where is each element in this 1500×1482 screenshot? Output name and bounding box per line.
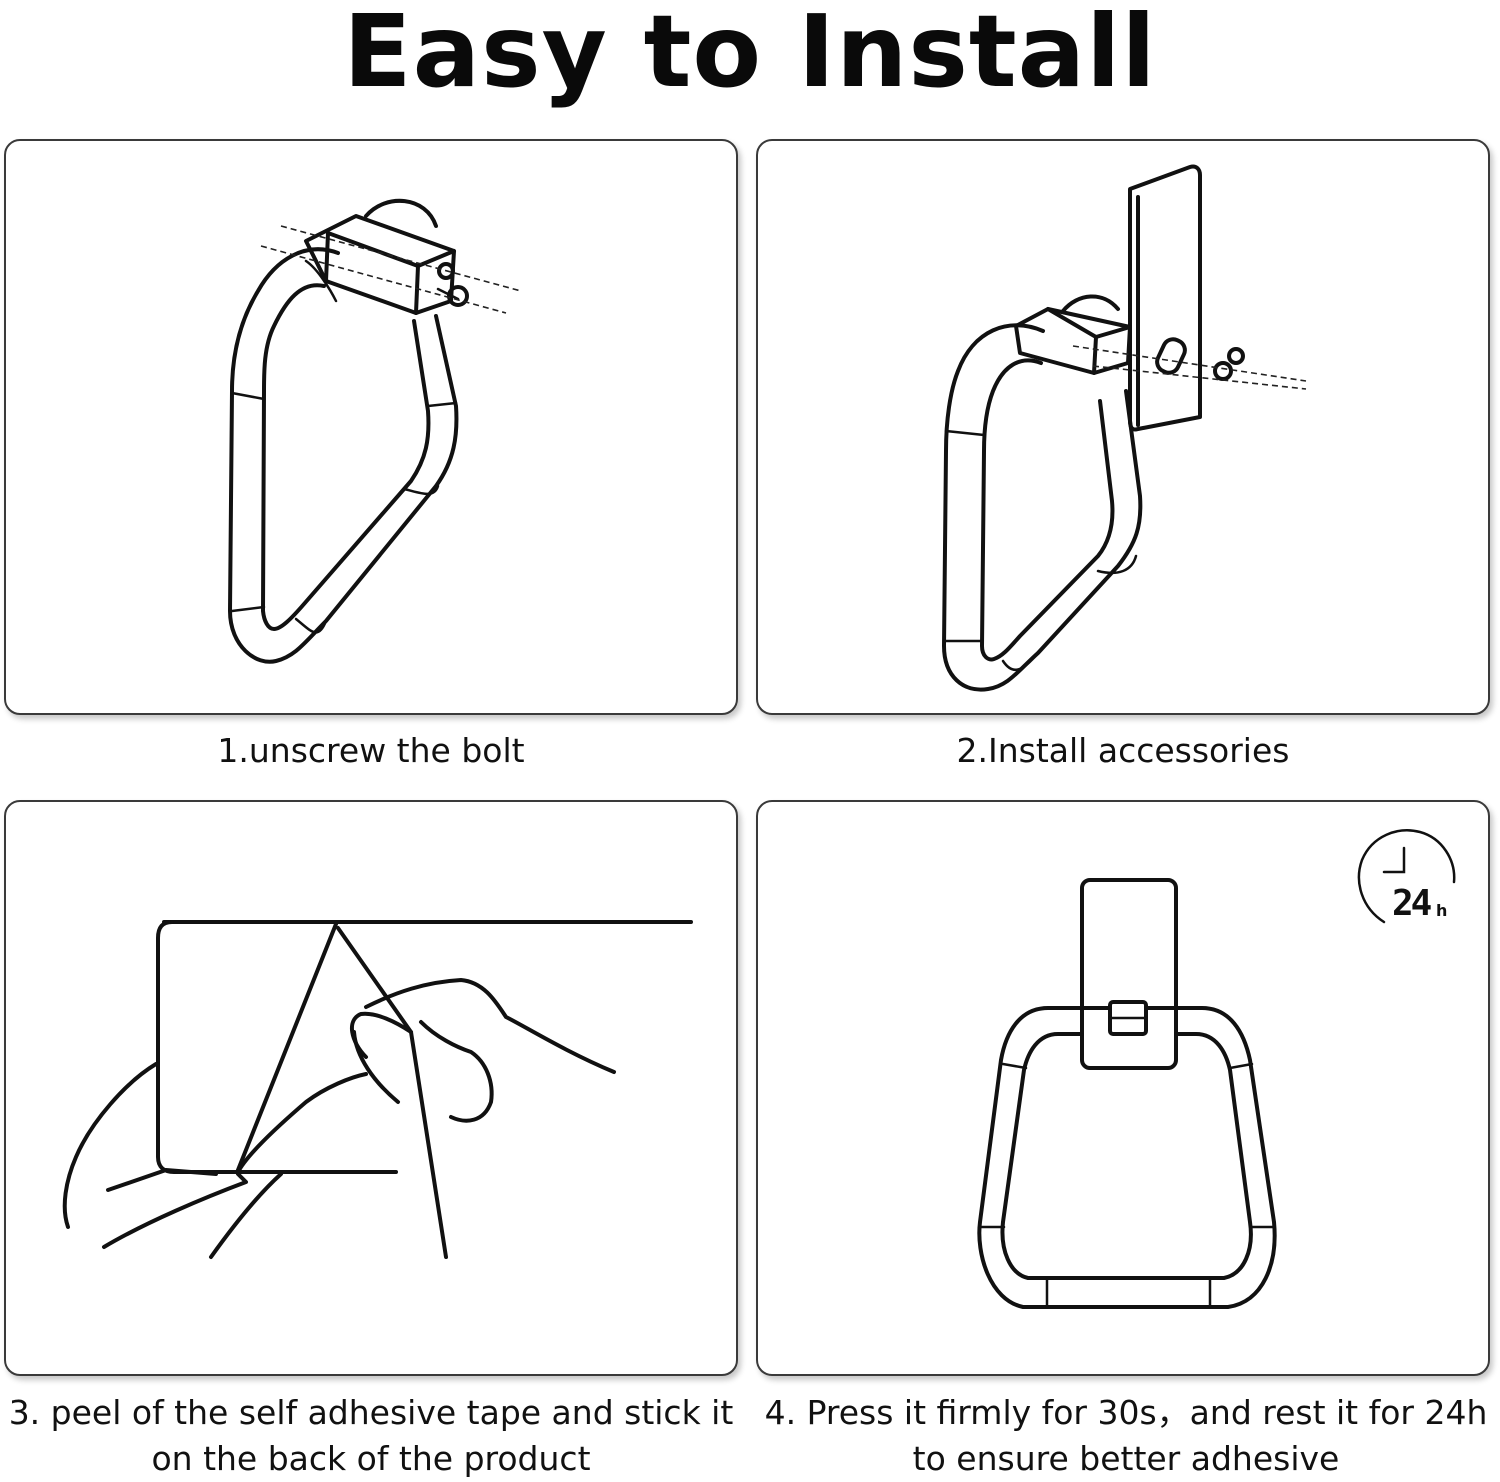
step-1-panel — [4, 139, 738, 715]
caption-line: 1.unscrew the bolt — [217, 731, 525, 770]
step-1-caption: 1.unscrew the bolt — [4, 728, 738, 774]
timer-number: 24 — [1392, 883, 1432, 924]
towel-ring-unscrew-illustration — [228, 198, 522, 664]
step-2-caption: 2.Install accessories — [756, 728, 1490, 774]
step-4-caption: 4. Press it firmly for 30s，and rest it f… — [752, 1390, 1500, 1482]
caption-line: to ensure better adhesive — [912, 1439, 1340, 1478]
step-4-panel: 24 h — [756, 800, 1490, 1376]
caption-line: on the back of the product — [151, 1439, 591, 1478]
towel-ring-accessory-illustration — [942, 164, 1307, 692]
caption-line: 3. peel of the self adhesive tape and st… — [8, 1393, 734, 1432]
timer-24h-icon: 24 h — [1354, 826, 1458, 932]
page-title: Easy to Install — [343, 0, 1157, 110]
caption-line: 2.Install accessories — [956, 731, 1290, 770]
timer-unit: h — [1436, 901, 1448, 920]
step-3-panel — [4, 800, 738, 1376]
step-3-caption: 3. peel of the self adhesive tape and st… — [0, 1390, 742, 1482]
step-2-panel — [756, 139, 1490, 715]
mounted-towel-ring-illustration — [977, 878, 1277, 1309]
caption-line: 4. Press it firmly for 30s，and rest it f… — [764, 1393, 1488, 1432]
peel-tape-illustration — [62, 920, 693, 1259]
